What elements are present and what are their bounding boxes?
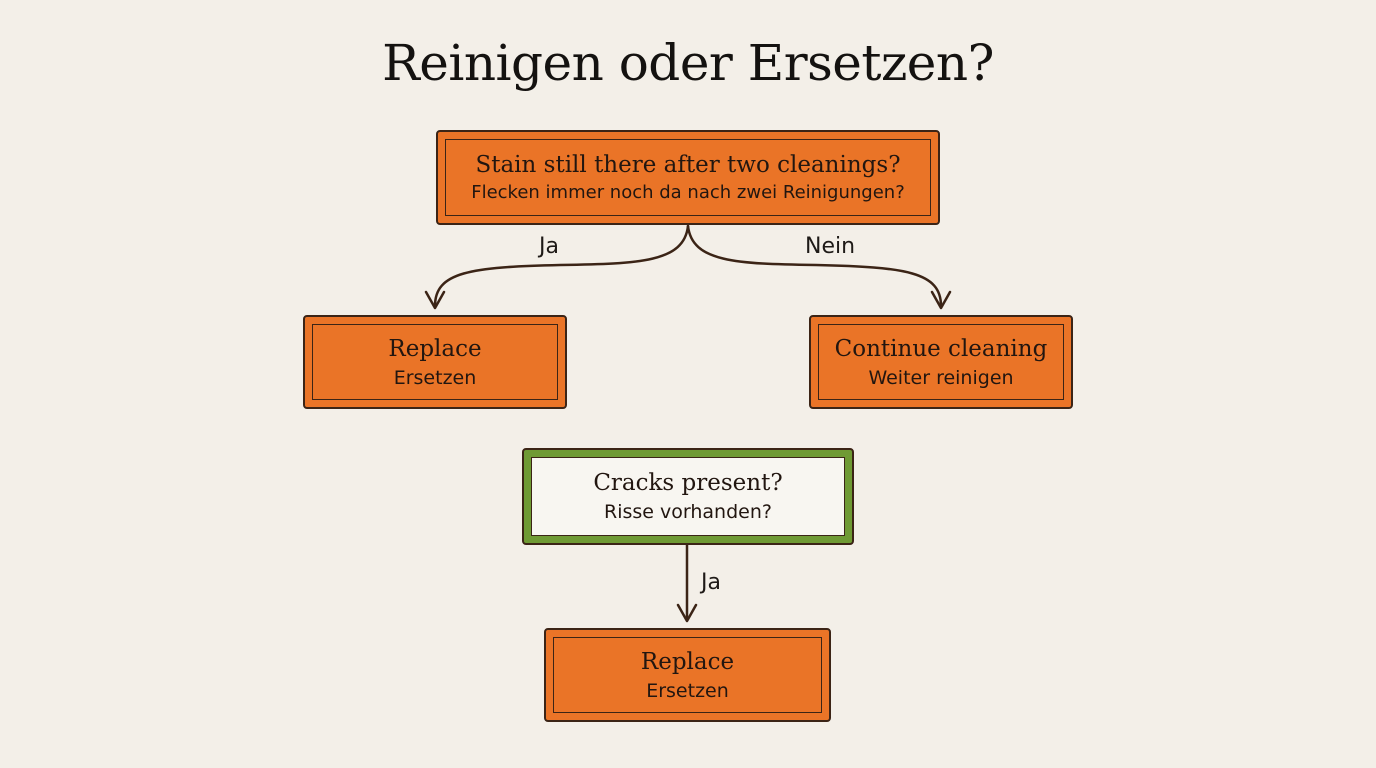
connector-stain-to-replace <box>433 224 690 308</box>
node-stain-question-secondary: Flecken immer noch da nach zwei Reinigun… <box>471 182 905 203</box>
node-stain-question[interactable]: Stain still there after two cleanings? F… <box>436 130 940 225</box>
node-cracks-question-primary: Cracks present? <box>593 470 783 496</box>
node-continue-cleaning-primary: Continue cleaning <box>834 335 1048 362</box>
node-continue-cleaning[interactable]: Continue cleaning Weiter reinigen <box>809 315 1073 409</box>
arrowhead-replace-2 <box>676 603 698 623</box>
node-cracks-question-secondary: Risse vorhanden? <box>604 501 772 523</box>
node-stain-question-primary: Stain still there after two cleanings? <box>475 152 901 178</box>
page-title: Reinigen oder Ersetzen? <box>382 34 994 92</box>
node-stain-question-inner: Stain still there after two cleanings? F… <box>445 139 931 216</box>
edge-label-stain-yes: Ja <box>539 234 559 259</box>
node-continue-cleaning-secondary: Weiter reinigen <box>868 366 1014 389</box>
arrowhead-continue <box>930 290 952 310</box>
node-replace-2-primary: Replace <box>640 648 735 675</box>
arrowhead-replace-1 <box>424 290 446 310</box>
node-continue-cleaning-inner: Continue cleaning Weiter reinigen <box>818 324 1064 400</box>
node-replace-1[interactable]: Replace Ersetzen <box>303 315 567 409</box>
node-replace-2[interactable]: Replace Ersetzen <box>544 628 831 722</box>
edge-label-stain-no: Nein <box>805 234 856 259</box>
edge-label-cracks-yes: Ja <box>701 570 721 595</box>
node-replace-1-primary: Replace <box>388 335 482 362</box>
connector-stain-to-continue <box>686 224 943 308</box>
node-replace-2-secondary: Ersetzen <box>646 679 729 702</box>
node-replace-1-inner: Replace Ersetzen <box>312 324 558 400</box>
node-cracks-question-inner: Cracks present? Risse vorhanden? <box>531 457 845 536</box>
node-cracks-question[interactable]: Cracks present? Risse vorhanden? <box>522 448 854 545</box>
node-replace-2-inner: Replace Ersetzen <box>553 637 822 713</box>
node-replace-1-secondary: Ersetzen <box>393 366 477 389</box>
